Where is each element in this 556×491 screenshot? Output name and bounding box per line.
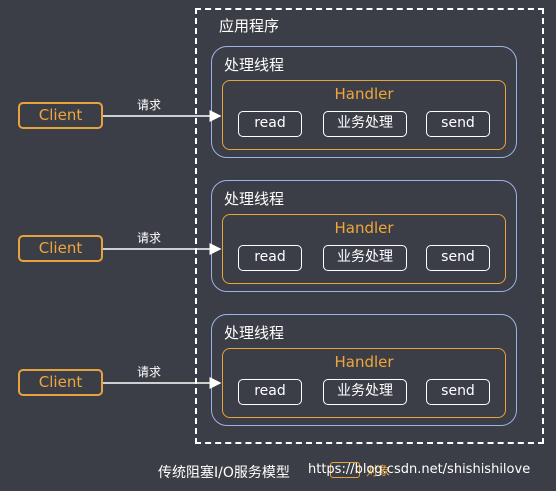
thread-title-3: 处理线程 bbox=[224, 324, 285, 342]
read-op-3: read bbox=[238, 379, 302, 405]
legend-object-box bbox=[330, 462, 360, 478]
business-op-2: 业务处理 bbox=[323, 245, 407, 271]
thread-title-1: 处理线程 bbox=[224, 56, 285, 74]
client-box-3: Client bbox=[18, 369, 103, 396]
handler-title-1: Handler bbox=[334, 85, 394, 103]
handler-title-3: Handler bbox=[334, 353, 394, 371]
processing-thread-2 bbox=[211, 180, 517, 292]
send-op-2: send bbox=[426, 245, 490, 271]
client-box-2: Client bbox=[18, 235, 103, 262]
legend-object-label: 对象 bbox=[366, 464, 391, 478]
application-title: 应用程序 bbox=[219, 17, 280, 35]
processing-thread-1 bbox=[211, 46, 517, 158]
processing-thread-3 bbox=[211, 314, 517, 426]
application-box bbox=[195, 8, 544, 444]
client-box-1: Client bbox=[18, 102, 103, 129]
handler-box-3: Handler read 业务处理 send bbox=[222, 348, 506, 418]
send-op-1: send bbox=[426, 111, 490, 137]
thread-title-2: 处理线程 bbox=[224, 190, 285, 208]
request-label-2: 请求 bbox=[137, 231, 162, 245]
read-op-2: read bbox=[238, 245, 302, 271]
diagram-caption: 传统阻塞I/O服务模型 bbox=[158, 465, 290, 481]
handler-box-1: Handler read 业务处理 send bbox=[222, 80, 506, 150]
request-label-1: 请求 bbox=[137, 98, 162, 112]
watermark: https://blog.csdn.net/shishishilove bbox=[308, 462, 531, 477]
business-op-3: 业务处理 bbox=[323, 379, 407, 405]
send-op-3: send bbox=[426, 379, 490, 405]
business-op-1: 业务处理 bbox=[323, 111, 407, 137]
handler-box-2: Handler read 业务处理 send bbox=[222, 214, 506, 284]
request-label-3: 请求 bbox=[137, 365, 162, 379]
read-op-1: read bbox=[238, 111, 302, 137]
handler-title-2: Handler bbox=[334, 219, 394, 237]
